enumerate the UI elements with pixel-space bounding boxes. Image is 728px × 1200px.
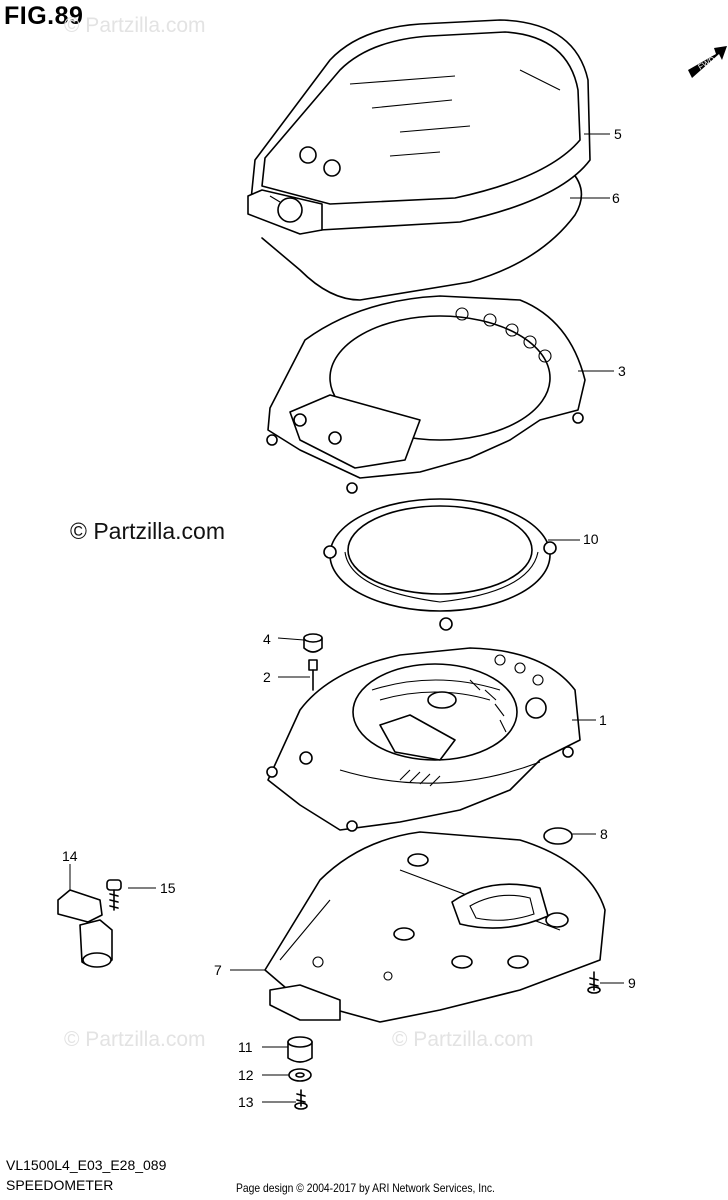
model-code: VL1500L4_E03_E28_089 [6,1157,167,1173]
part-4-cushion [303,633,323,653]
callout-8: 8 [600,826,608,842]
part-13-screw [294,1089,308,1110]
callout-12: 12 [238,1067,254,1083]
part-7-lower-case [264,831,606,1023]
callout-7: 7 [214,962,222,978]
part-3-meter-bezel [266,295,586,494]
part-5-upper-case [247,19,591,235]
callout-1: 1 [599,712,607,728]
callout-11: 11 [238,1039,253,1055]
part-12-washer [288,1068,312,1082]
page-credit: Page design © 2004-2017 by ARI Network S… [236,1181,495,1195]
callout-14: 14 [62,848,78,864]
leader-lines [69,133,624,1103]
part-11-cushion [287,1036,313,1063]
watermark-faint-5: © Partzilla.com [392,1028,534,1051]
callout-13: 13 [238,1094,254,1110]
part-10-ring [323,498,557,631]
callout-2: 2 [263,669,271,685]
callout-15: 15 [160,880,176,896]
watermark-faint-1: © Partzilla.com [64,14,206,37]
callout-5: 5 [614,126,622,142]
part-15-bolt [106,879,122,911]
part-14-sensor [57,889,113,968]
part-9-screw [587,971,601,994]
part-8-cap [543,827,573,845]
sheet-name: SPEEDOMETER [6,1177,114,1193]
watermark-main: © Partzilla.com [70,518,225,544]
callout-3: 3 [618,363,626,379]
callout-9: 9 [628,975,636,991]
forward-direction-arrow: FWD [688,46,727,78]
part-6-case-seal [261,147,583,301]
part-2-screw [308,659,318,691]
part-1-meter-assembly [266,647,581,832]
figure-title: FIG.89 [4,2,84,30]
watermark-faint-4: © Partzilla.com [64,1028,206,1051]
callout-10: 10 [583,531,599,547]
callout-6: 6 [612,190,620,206]
callout-4: 4 [263,631,271,647]
